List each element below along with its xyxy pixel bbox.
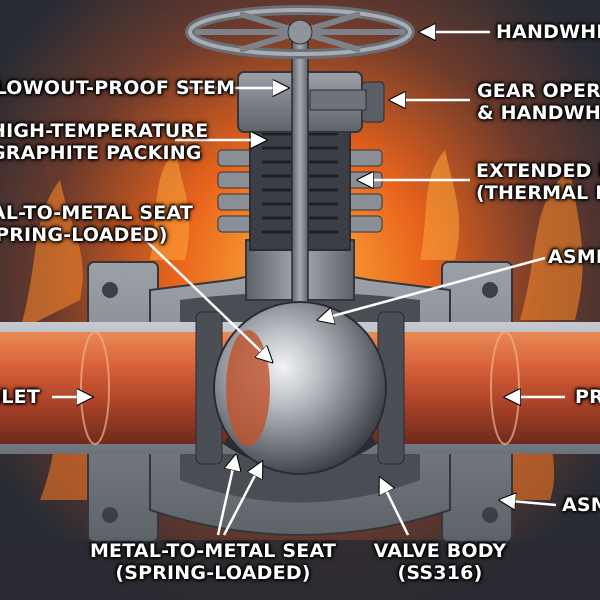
callout-arrows: [52, 32, 565, 536]
stem: [291, 27, 309, 329]
label-inlet: INLET: [0, 386, 41, 408]
gear-operator: [237, 71, 385, 133]
label-blowout-proof-stem: BLOWOUT-PROOF STEM: [0, 77, 236, 99]
label-extended-bonnet: EXTENDED BONNET (THERMAL ISOLATION): [476, 160, 600, 204]
label-valve-body: VALVE BODY (SS316): [373, 540, 507, 584]
label-handwheel: HANDWHEEL: [496, 21, 600, 43]
label-seat-top: METAL-TO-METAL SEAT (SPRING-LOADED): [0, 202, 194, 246]
label-gear-operator: GEAR OPERATOR & HANDWHEEL: [477, 80, 600, 124]
handwheel-shape: [185, 5, 415, 59]
label-graphite-packing: HIGH-TEMPERATURE GRAPHITE PACKING: [0, 120, 209, 164]
label-process-outlet: PROCESS: [575, 386, 600, 408]
label-seat-bottom: METAL-TO-METAL SEAT (SPRING-LOADED): [89, 540, 337, 584]
